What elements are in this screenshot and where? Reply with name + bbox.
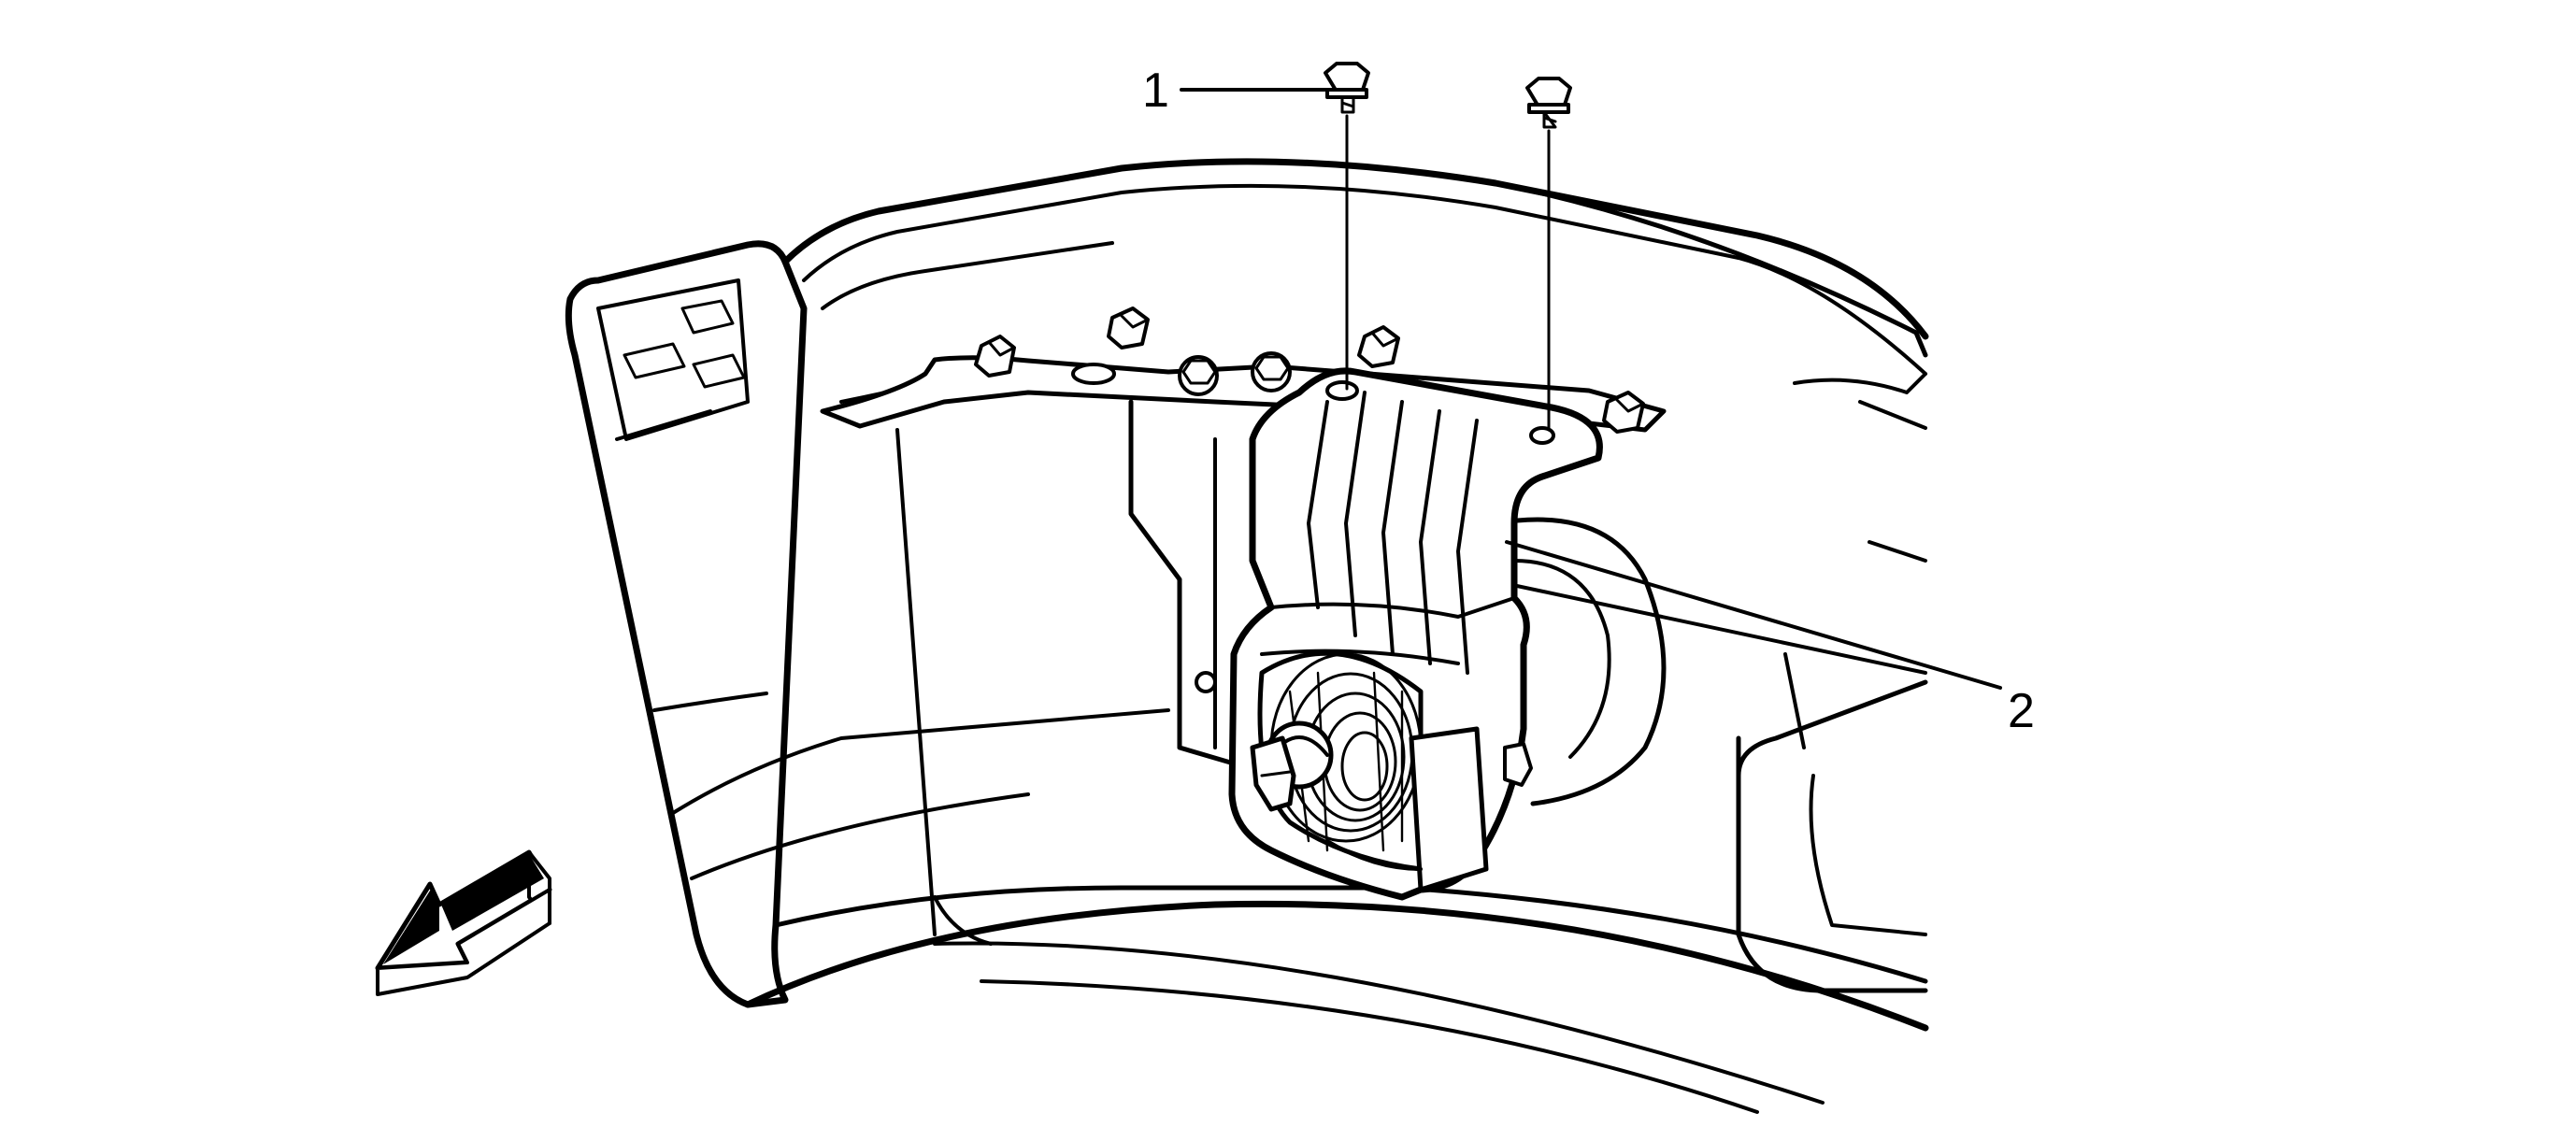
hex-bolt-head — [1251, 351, 1292, 392]
callout-1: 1 — [1142, 64, 1329, 118]
bumper-fascia — [565, 158, 1929, 1114]
terminal-nut — [1503, 742, 1533, 787]
callout-2: 2 — [1505, 540, 2035, 738]
weld-nut — [1602, 391, 1645, 434]
horn-assembly — [1228, 367, 1603, 901]
weld-nut — [1107, 307, 1150, 349]
weld-nut — [1357, 325, 1400, 368]
callout-label-1: 1 — [1142, 64, 1169, 118]
front-arrow-icon — [375, 849, 552, 996]
bolt-icon — [1324, 62, 1370, 391]
callout-label-2: 2 — [2008, 684, 2035, 738]
horn-connector — [1250, 720, 1334, 812]
weld-nut — [974, 335, 1016, 378]
bolt-icon — [1525, 77, 1572, 432]
hex-bolt-head — [1178, 355, 1219, 396]
leader-line-2 — [1505, 540, 2002, 690]
